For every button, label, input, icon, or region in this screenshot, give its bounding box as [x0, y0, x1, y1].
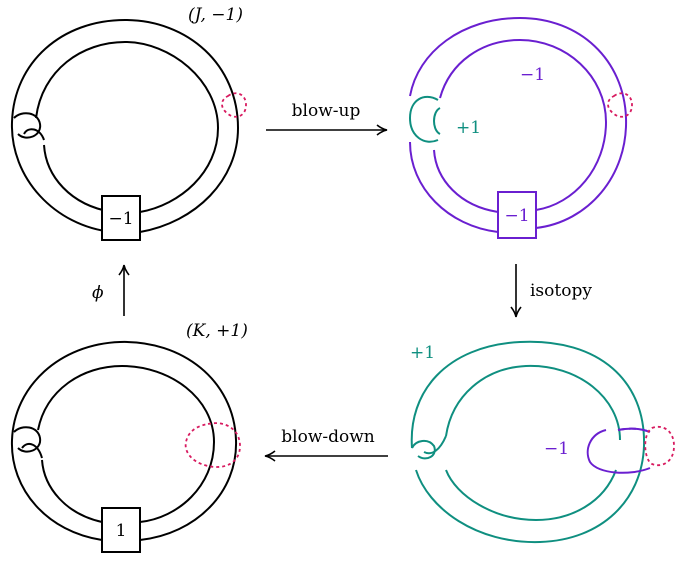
- panel-bottom-right: [410, 340, 675, 544]
- knot-outer-strand: [410, 340, 646, 544]
- knot-inner-strand: [35, 40, 220, 213]
- twist-box-label: −1: [108, 209, 133, 229]
- unknot-framing-label: +1: [456, 118, 481, 138]
- arrow-label-blow-up: blow-up: [292, 101, 361, 121]
- unknot-minus-one-dashed: [617, 427, 651, 433]
- knot-inner-strand: [433, 38, 608, 213]
- twist-box-label: 1: [116, 521, 127, 541]
- unknot-dotted: [221, 92, 247, 118]
- twist-box-label: −1: [504, 206, 529, 226]
- panel-bottom-left: [10, 340, 241, 553]
- unknot-dotted: [607, 92, 633, 118]
- panel-label-j: (J, −1): [188, 5, 243, 25]
- knot-clasp: [411, 435, 447, 460]
- knot-clasp: [13, 112, 45, 141]
- unknot-framing-label: −1: [544, 439, 569, 459]
- knot-framing-label: +1: [410, 343, 435, 363]
- twist-box: [101, 195, 141, 241]
- unknot-dotted: [184, 422, 241, 468]
- knot-framing-label: −1: [520, 65, 545, 85]
- panel-top-right: [408, 16, 633, 239]
- twist-box: [497, 191, 537, 239]
- knot-inner-strand: [37, 364, 216, 523]
- twist-box: [101, 507, 141, 553]
- knot-outer-strand: [10, 18, 240, 233]
- knot-clasp: [13, 426, 43, 459]
- knot-outer-strand: [10, 340, 238, 541]
- panel-top-left: [10, 18, 247, 241]
- knot-outer-strand: [409, 16, 628, 233]
- arrow-label-isotopy: isotopy: [530, 281, 592, 301]
- arrow-label-blow-down: blow-down: [281, 427, 375, 447]
- unknot-plus-one: [408, 95, 441, 143]
- panel-label-k: (K, +1): [186, 321, 248, 341]
- arrow-label-phi: ϕ: [92, 283, 104, 303]
- knot-inner-strand: [445, 364, 621, 522]
